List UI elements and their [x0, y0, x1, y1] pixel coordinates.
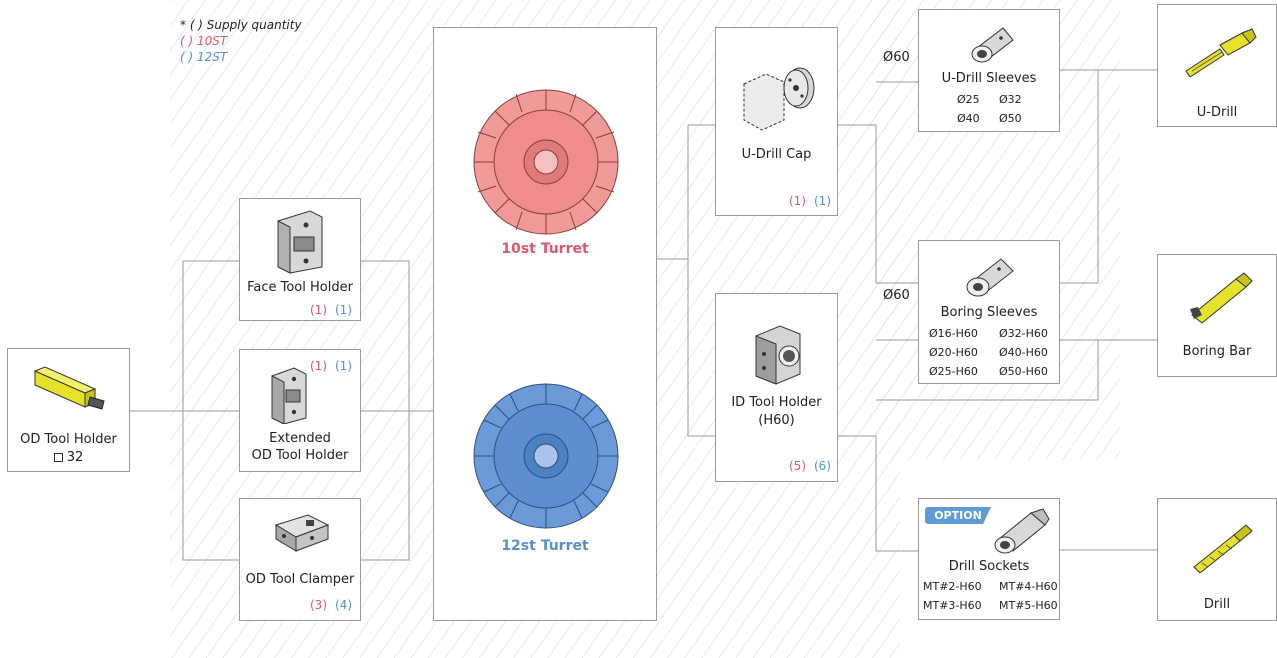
od-tool-holder-label: OD Tool Holder	[20, 432, 117, 447]
boring-bar-icon	[1190, 272, 1253, 324]
u-drill-sleeve-icon	[971, 27, 1014, 63]
ext-qty-10st: (1)	[310, 359, 327, 373]
u-sleeve-size-1: Ø25	[957, 93, 980, 106]
square-icon	[53, 453, 63, 462]
b-sleeve-size-5: Ø25-H60	[929, 365, 978, 378]
u-drill-cap-box[interactable]: U-Drill Cap (1) (1)	[715, 27, 838, 216]
ext-holder-label-1: Extended	[269, 431, 331, 446]
extended-od-holder-box[interactable]: (1) (1) Extended OD Tool Holder	[239, 349, 361, 472]
phi-label-mid: Ø60	[883, 288, 910, 303]
od-tool-clamper-box[interactable]: OD Tool Clamper (3) (4)	[239, 498, 361, 621]
od-clamper-icon	[274, 514, 330, 552]
socket-size-4: MT#5-H60	[999, 599, 1058, 612]
id-qty-12st: (6)	[814, 459, 831, 473]
face-qty-10st: (1)	[310, 303, 327, 317]
drill-label: Drill	[1203, 597, 1231, 612]
face-qty-12st: (1)	[335, 303, 352, 317]
drill-socket-icon	[994, 508, 1050, 554]
socket-size-2: MT#4-H60	[999, 580, 1058, 593]
u-sleeve-size-2: Ø32	[999, 93, 1022, 106]
od-tool-holder-box[interactable]: OD Tool Holder 32	[7, 348, 130, 472]
boring-bar-box[interactable]: Boring Bar	[1157, 254, 1277, 377]
turret-10st-label: 10st Turret	[501, 241, 589, 257]
id-tool-holder-icon	[755, 325, 801, 385]
socket-size-1: MT#2-H60	[923, 580, 982, 593]
u-drill-icon	[1185, 28, 1257, 77]
boring-sleeve-icon	[966, 258, 1014, 297]
turret-12st-icon	[473, 383, 619, 529]
b-sleeve-size-2: Ø32-H60	[999, 327, 1048, 340]
ext-qty-12st: (1)	[335, 359, 352, 373]
clamper-qty-12st: (4)	[335, 598, 352, 612]
b-sleeve-size-1: Ø16-H60	[929, 327, 978, 340]
od-tool-holder-size: 32	[8, 449, 129, 466]
drill-sockets-label: Drill Sockets	[948, 559, 1030, 574]
id-holder-label-1: ID Tool Holder	[731, 395, 822, 410]
face-tool-holder-label: Face Tool Holder	[247, 280, 353, 295]
id-holder-label-2: (H60)	[758, 413, 795, 428]
legend-title: * ( ) Supply quantity	[180, 18, 302, 32]
u-drill-sleeves-box[interactable]: U-Drill Sleeves Ø25 Ø32 Ø40 Ø50	[918, 9, 1060, 132]
turret-box[interactable]: 10st Turret 12st Turret	[433, 27, 657, 621]
phi-label-top: Ø60	[883, 50, 910, 65]
u-drill-box[interactable]: U-Drill	[1157, 4, 1277, 127]
boring-bar-label: Boring Bar	[1182, 344, 1252, 359]
legend: * ( ) Supply quantity ( ) 10ST ( ) 12ST	[180, 17, 302, 65]
b-sleeve-size-3: Ø20-H60	[929, 346, 978, 359]
option-badge: OPTION	[925, 507, 991, 524]
u-sleeve-size-4: Ø50	[999, 112, 1022, 125]
legend-12st: ( ) 12ST	[180, 50, 228, 64]
u-sleeve-size-3: Ø40	[957, 112, 980, 125]
extended-holder-icon	[271, 367, 307, 424]
id-qty-10st: (5)	[789, 459, 806, 473]
u-drill-sleeves-label: U-Drill Sleeves	[941, 71, 1037, 86]
clamper-qty-10st: (3)	[310, 598, 327, 612]
boring-sleeves-box[interactable]: Boring Sleeves Ø16-H60 Ø32-H60 Ø20-H60 Ø…	[918, 240, 1060, 384]
turret-10st-icon	[473, 89, 619, 235]
face-tool-holder-icon	[277, 210, 323, 274]
b-sleeve-size-4: Ø40-H60	[999, 346, 1048, 359]
u-drill-cap-icon	[743, 67, 815, 131]
ext-holder-label-2: OD Tool Holder	[251, 448, 349, 463]
b-sleeve-size-6: Ø50-H60	[999, 365, 1048, 378]
face-tool-holder-box[interactable]: Face Tool Holder (1) (1)	[239, 198, 361, 321]
socket-size-3: MT#3-H60	[923, 599, 982, 612]
cap-qty-12st: (1)	[814, 194, 831, 208]
legend-10st: ( ) 10ST	[180, 34, 228, 48]
u-drill-cap-label: U-Drill Cap	[741, 147, 812, 162]
id-tool-holder-box[interactable]: ID Tool Holder (H60) (5) (6)	[715, 293, 838, 482]
cap-qty-10st: (1)	[789, 194, 806, 208]
turret-12st-label: 12st Turret	[501, 538, 589, 554]
od-tool-holder-icon	[33, 366, 105, 410]
od-tool-holder-size-value: 32	[66, 450, 84, 465]
boring-sleeves-label: Boring Sleeves	[940, 305, 1038, 320]
drill-box[interactable]: Drill	[1157, 498, 1277, 621]
od-clamper-label: OD Tool Clamper	[245, 572, 355, 587]
u-drill-label: U-Drill	[1196, 105, 1238, 120]
drill-icon	[1193, 524, 1253, 573]
